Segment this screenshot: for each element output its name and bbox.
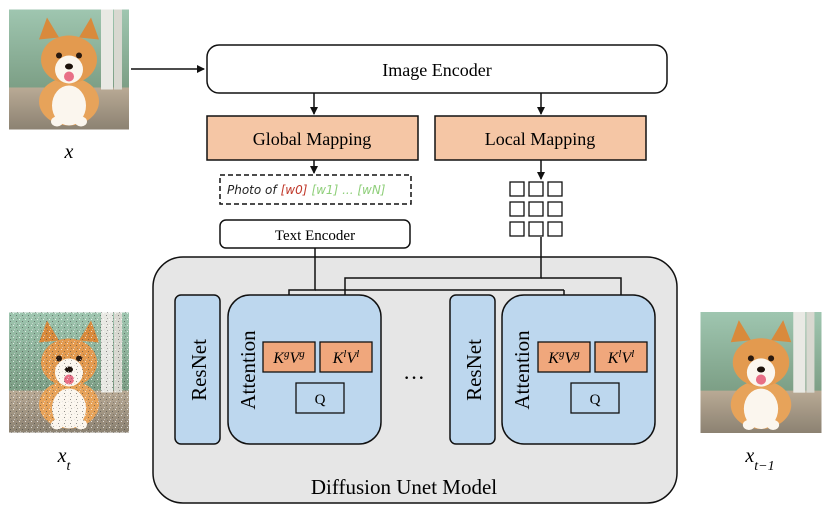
prompt-text: Photo of[w0][w1] ... [wN]	[227, 183, 386, 197]
query-left-box	[295, 382, 345, 414]
resnet-right-box	[449, 294, 496, 445]
image-encoder-box	[206, 44, 668, 94]
prompt-box	[219, 174, 412, 205]
resnet-left-label: ResNet	[187, 339, 211, 401]
local-mapping-box	[434, 115, 647, 161]
input-image-x	[9, 9, 129, 130]
text-encoder-label: Text Encoder	[275, 228, 355, 244]
global-mapping-box	[206, 115, 419, 161]
attention-right-label: Attention	[510, 330, 534, 410]
local-token-grid	[509, 181, 563, 237]
ellipsis: ···	[403, 365, 425, 390]
kv-local-right-label: KlVl	[607, 348, 635, 367]
kv-global-left-box	[262, 341, 316, 373]
image-encoder-label: Image Encoder	[382, 60, 491, 80]
resnet-right-label: ResNet	[462, 339, 486, 401]
kv-local-left-label: KlVl	[332, 348, 360, 367]
query-right-label: Q	[590, 392, 601, 408]
kv-local-left-box	[319, 341, 373, 373]
kv-local-right-box	[594, 341, 648, 373]
noisy-image-xt	[9, 312, 129, 433]
label-x: x	[64, 141, 74, 163]
label-xt: xt	[57, 445, 72, 474]
unet-label: Diffusion Unet Model	[311, 475, 497, 499]
label-xt-1: xt−1	[744, 445, 774, 474]
query-left-label: Q	[315, 392, 326, 408]
kv-global-left-label: KgVg	[272, 348, 305, 367]
attention-left-label: Attention	[236, 330, 260, 410]
kv-global-right-box	[537, 341, 591, 373]
local-mapping-label: Local Mapping	[485, 129, 595, 149]
global-mapping-label: Global Mapping	[253, 129, 372, 149]
query-right-box	[570, 382, 620, 414]
kv-global-right-label: KgVg	[547, 348, 580, 367]
denoised-image-xt-1	[700, 312, 822, 433]
resnet-left-box	[174, 294, 221, 445]
